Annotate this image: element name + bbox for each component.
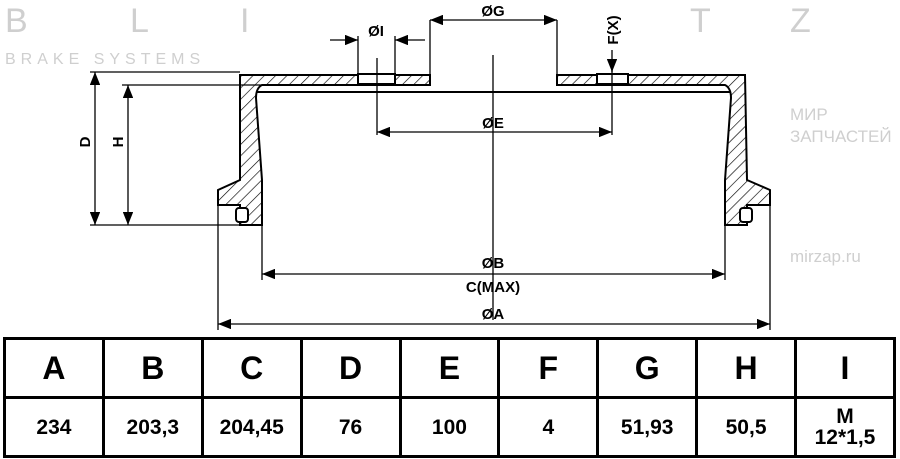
value-a: 234 (3, 396, 105, 458)
label-c: C(MAX) (466, 279, 520, 296)
value-b: 203,3 (101, 396, 204, 458)
header-d: D (299, 337, 402, 399)
header-g: G (596, 337, 699, 399)
value-d: 76 (299, 396, 402, 458)
dimension-labels: ØG ØI F(X) ØE D H ØB C(MAX) ØA (77, 3, 622, 323)
label-a: ØA (482, 306, 505, 323)
label-d: D (77, 136, 94, 147)
drum-section (217, 73, 771, 226)
value-g: 51,93 (596, 396, 699, 458)
header-c: C (200, 337, 303, 399)
header-a: A (3, 337, 105, 399)
header-h: H (695, 337, 797, 399)
brake-drum-drawing: ØG ØI F(X) ØE D H ØB C(MAX) ØA (77, 3, 771, 330)
label-e: ØE (482, 115, 504, 132)
value-i-line1: M (836, 405, 854, 428)
label-f: F(X) (605, 15, 622, 44)
header-b: B (101, 337, 204, 399)
header-e: E (398, 337, 501, 399)
dimensions-table: A B C D E F G H I 234 203,3 204,45 76 10… (3, 337, 896, 458)
value-i-line2: 12*1,5 (814, 426, 876, 449)
value-f: 4 (497, 396, 600, 458)
table-header-row: A B C D E F G H I (3, 337, 896, 399)
value-c: 204,45 (200, 396, 303, 458)
label-h: H (110, 137, 127, 148)
label-i: ØI (368, 23, 384, 40)
dimension-lines (89, 14, 771, 330)
label-b: ØB (482, 255, 505, 272)
header-i: I (794, 337, 896, 399)
value-h: 50,5 (695, 396, 797, 458)
header-f: F (497, 337, 600, 399)
label-g: ØG (481, 3, 504, 20)
value-e: 100 (398, 396, 501, 458)
